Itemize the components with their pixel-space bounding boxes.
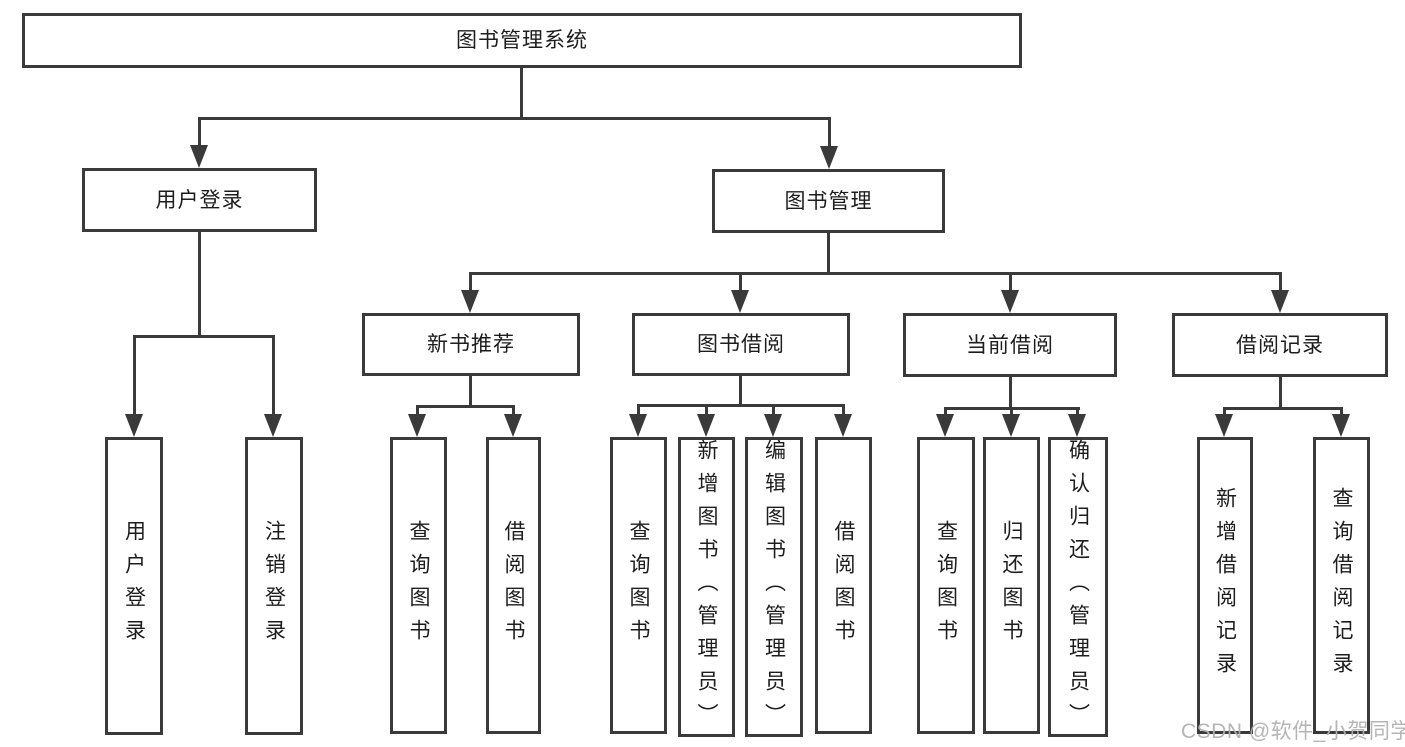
- arrow-down-icon: [125, 414, 143, 437]
- leaf-label: 查询借阅记录: [1330, 486, 1353, 685]
- node-book-borrow: 图书借阅: [632, 313, 850, 376]
- arrow-down-icon: [820, 146, 838, 169]
- connector-line: [1009, 272, 1012, 292]
- connector-line: [416, 405, 515, 408]
- leaf-add-books-admin: 新增图书（管理员）: [678, 437, 735, 737]
- leaf-query-books-borrow: 查询图书: [610, 437, 667, 734]
- connector-line: [842, 404, 845, 416]
- leaf-label: 查询图书: [934, 519, 958, 652]
- leaf-label: 归还图书: [1000, 519, 1023, 652]
- arrow-down-icon: [1215, 414, 1233, 437]
- connector-line: [637, 404, 845, 407]
- connector-line: [133, 335, 275, 338]
- arrow-down-icon: [504, 414, 522, 437]
- leaf-label: 查询图书: [627, 519, 650, 652]
- leaf-borrow-books: 借阅图书: [815, 437, 872, 734]
- arrow-down-icon: [629, 414, 647, 437]
- leaf-query-books-recommend: 查询图书: [390, 437, 447, 734]
- connector-line: [1010, 407, 1013, 415]
- leaf-label: 新增借阅记录: [1213, 486, 1237, 685]
- connector-line: [469, 272, 1282, 275]
- connector-line: [827, 233, 830, 272]
- leaf-label: 注销登录: [262, 520, 286, 652]
- connector-line: [828, 117, 831, 149]
- node-user-login: 用户登录: [82, 168, 317, 232]
- leaf-return-books: 归还图书: [983, 437, 1040, 734]
- node-book-management: 图书管理: [712, 169, 945, 233]
- connector-line: [133, 335, 136, 415]
- arrow-down-icon: [408, 414, 426, 437]
- leaf-label: 新增图书（管理员）: [695, 438, 718, 736]
- leaf-query-borrow-record: 查询借阅记录: [1313, 437, 1370, 734]
- node-current-borrow: 当前借阅: [903, 313, 1117, 377]
- arrow-down-icon: [1332, 414, 1350, 437]
- node-root: 图书管理系统: [22, 13, 1022, 68]
- leaf-query-books-current: 查询图书: [917, 437, 975, 734]
- connector-line: [416, 405, 419, 416]
- connector-line: [1076, 407, 1079, 415]
- arrow-down-icon: [764, 414, 782, 437]
- node-new-book-recommend: 新书推荐: [362, 313, 580, 376]
- arrow-down-icon: [461, 290, 479, 313]
- connector-line: [705, 404, 708, 416]
- arrow-down-icon: [731, 290, 749, 313]
- leaf-add-borrow-record: 新增借阅记录: [1197, 437, 1253, 734]
- leaf-label: 用户登录: [122, 520, 146, 652]
- connector-line: [1279, 377, 1282, 407]
- arrow-down-icon: [1002, 414, 1020, 437]
- arrow-down-icon: [834, 414, 852, 437]
- node-borrow-records: 借阅记录: [1172, 313, 1388, 377]
- leaf-label: 确认归还（管理员）: [1066, 438, 1090, 736]
- connector-line: [637, 404, 640, 416]
- arrow-down-icon: [1068, 414, 1086, 437]
- connector-line: [944, 407, 947, 415]
- leaf-user-login: 用户登录: [105, 437, 163, 735]
- arrow-down-icon: [936, 414, 954, 437]
- connector-line: [1279, 272, 1282, 292]
- arrow-down-icon: [190, 145, 208, 168]
- connector-line: [1223, 407, 1343, 410]
- connector-line: [739, 272, 742, 292]
- connector-line: [512, 405, 515, 416]
- connector-line: [469, 376, 472, 405]
- connector-line: [198, 117, 201, 148]
- arrow-down-icon: [1271, 290, 1289, 313]
- arrow-down-icon: [1001, 290, 1019, 313]
- leaf-label: 借阅图书: [832, 519, 855, 652]
- connector-line: [772, 404, 775, 416]
- leaf-logout: 注销登录: [245, 437, 303, 735]
- leaf-label: 编辑图书（管理员）: [762, 438, 786, 736]
- connector-line: [1340, 407, 1343, 415]
- connector-line: [469, 272, 472, 292]
- connector-line: [1009, 377, 1012, 407]
- leaf-label: 借阅图书: [502, 519, 525, 652]
- connector-line: [739, 376, 742, 404]
- connector-line: [198, 232, 201, 335]
- arrow-down-icon: [697, 414, 715, 437]
- connector-line: [272, 335, 275, 415]
- leaf-confirm-return-admin: 确认归还（管理员）: [1048, 437, 1108, 737]
- leaf-borrow-books-recommend: 借阅图书: [486, 437, 541, 734]
- connector-line: [520, 68, 523, 117]
- connector-line: [1223, 407, 1226, 415]
- watermark: CSDN @软件_小贺同学: [1181, 720, 1405, 743]
- arrow-down-icon: [264, 414, 282, 437]
- leaf-label: 查询图书: [407, 519, 430, 652]
- connector-line: [198, 117, 831, 120]
- leaf-edit-books-admin: 编辑图书（管理员）: [745, 437, 803, 737]
